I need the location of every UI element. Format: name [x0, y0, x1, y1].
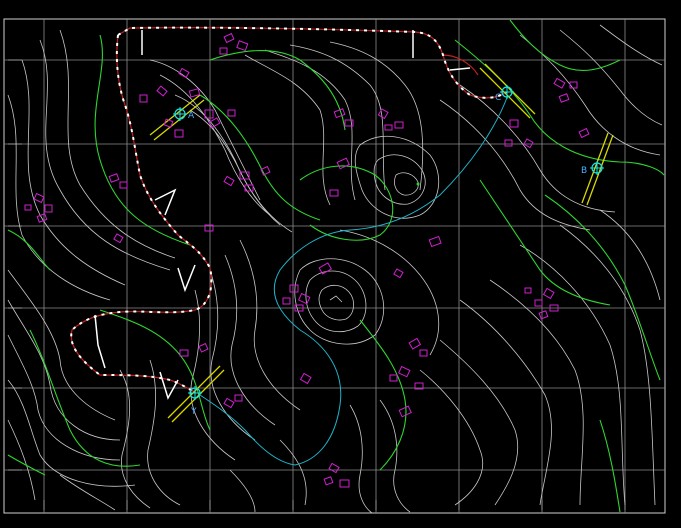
drawing-frame: [3, 18, 666, 514]
grid-edge-ticks: [8, 59, 626, 510]
building-footprints: [24, 32, 590, 488]
survey-marker-a-label: A: [188, 111, 195, 121]
peak-mark: [329, 295, 343, 303]
survey-marker-c[interactable]: C: [495, 85, 514, 103]
summit-point: [416, 182, 420, 186]
survey-marker-a[interactable]: A: [173, 107, 195, 121]
survey-marker-b-label: B: [581, 166, 587, 176]
survey-marker-y-label: Y: [190, 407, 197, 417]
property-boundary: [70, 26, 507, 400]
survey-marker-b[interactable]: B: [581, 161, 604, 176]
coordinate-grid: [4, 19, 665, 513]
survey-lines: [149, 63, 614, 423]
survey-marker-y[interactable]: Y: [188, 386, 202, 417]
survey-marker-c-label: C: [495, 93, 501, 103]
drainage-line: [199, 94, 509, 466]
minor-contours: [7, 24, 663, 514]
